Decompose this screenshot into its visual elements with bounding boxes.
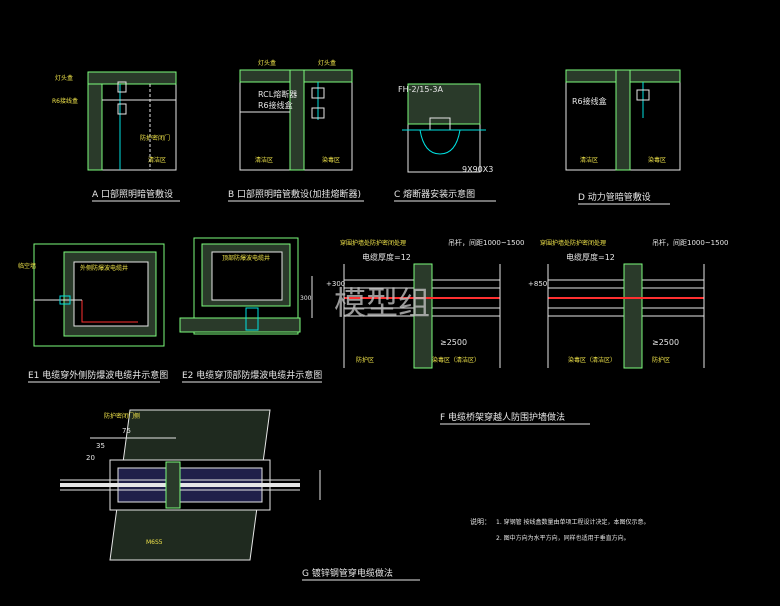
e1-well-label: 外侧防爆波电缆井 <box>80 264 128 272</box>
f-title-right: 穿围护墙处防护密闭处理 <box>540 239 606 247</box>
b-lamp-label-2: 灯头盒 <box>318 59 336 67</box>
d-clean-label: 清洁区 <box>580 156 598 164</box>
detail-a <box>87 71 177 171</box>
c-size-label: 9X90X3 <box>462 165 493 174</box>
g-m6-label: M6S5 <box>146 539 163 546</box>
b-clean-label: 清洁区 <box>255 156 273 164</box>
detail-c <box>402 83 486 173</box>
b-r6-label: R6接线盒 <box>258 100 293 110</box>
f-title-left: 穿围护墙处防护密闭处理 <box>340 239 406 247</box>
a-inner-label: 清洁区 <box>148 156 166 164</box>
a-r6-label: R6接线盒 <box>52 97 78 105</box>
g-dim-35: 35 <box>96 442 105 450</box>
f-zone-right-b: 防护区 <box>652 356 670 364</box>
detail-f <box>343 263 705 369</box>
g-seal-label: 防护密闭门侧 <box>104 412 140 420</box>
b-lamp-label: 灯头盒 <box>258 59 276 67</box>
f-zone-left-a: 防护区 <box>356 356 374 364</box>
e1-caption: E1 电缆穿外侧防爆波电缆井示意图 <box>28 369 168 381</box>
d-caption: D 动力管暗管敷设 <box>578 191 651 203</box>
a-protect-label: 防护密闭门 <box>140 134 170 142</box>
notes-line-2: 2. 图中方向为水平方向，同样也适用于垂直方向。 <box>496 534 630 542</box>
c-model-label: FH-2/15-3A <box>398 85 443 94</box>
detail-e2 <box>179 237 313 335</box>
f-spacing-right: 吊杆，间距1000~1500 <box>652 238 729 247</box>
detail-d <box>565 69 681 171</box>
f-dist-left: ≥2500 <box>440 338 467 347</box>
a-lamp-label: 灯头盒 <box>55 74 73 82</box>
b-dirty-label: 染毒区 <box>322 156 340 164</box>
b-caption: B 口部照明暗管敷设(加挂熔断器) <box>228 188 361 200</box>
f-zone-right-a: 染毒区（清洁区） <box>568 356 616 364</box>
g-dim-20: 20 <box>86 454 95 462</box>
c-caption: C 熔断器安装示意图 <box>394 188 475 200</box>
detail-b <box>239 69 353 171</box>
f-zone-left-b: 染毒区（清洁区） <box>432 356 480 364</box>
f-lvl-left: +300 <box>326 280 345 288</box>
f-dist-right: ≥2500 <box>652 338 679 347</box>
b-rcl-label: RCL熔断器 <box>258 89 297 99</box>
g-dim-75: 75 <box>122 427 131 435</box>
detail-g <box>60 409 321 561</box>
detail-e1 <box>33 243 165 347</box>
f-cable-right: 电缆厚度=12 <box>566 252 615 262</box>
e2-caption: E2 电缆穿顶部防爆波电缆井示意图 <box>182 369 322 381</box>
e1-wall-label: 临空墙 <box>18 262 36 270</box>
notes-title: 说明： <box>470 517 491 526</box>
a-caption: A 口部照明暗管敷设 <box>92 188 173 200</box>
d-r6-label: R6接线盒 <box>572 96 607 106</box>
e2-well-label: 顶部防爆波电缆井 <box>222 254 270 262</box>
f-lvl-right: +850 <box>528 280 547 288</box>
f-spacing-left: 吊杆，间距1000~1500 <box>448 238 525 247</box>
d-dirty-label: 染毒区 <box>648 156 666 164</box>
watermark-text: 模型组 <box>334 284 430 322</box>
f-cable-left: 电缆厚度=12 <box>362 252 411 262</box>
g-caption: G 镀锌钢管穿电缆做法 <box>302 567 393 579</box>
notes-line-1: 1. 穿钢管 按线盒数量由单项工程设计决定，本图仅示意。 <box>496 518 650 526</box>
f-caption: F 电缆桥架穿越人防围护墙做法 <box>440 411 565 423</box>
e2-dim-label: 300 <box>300 295 312 302</box>
